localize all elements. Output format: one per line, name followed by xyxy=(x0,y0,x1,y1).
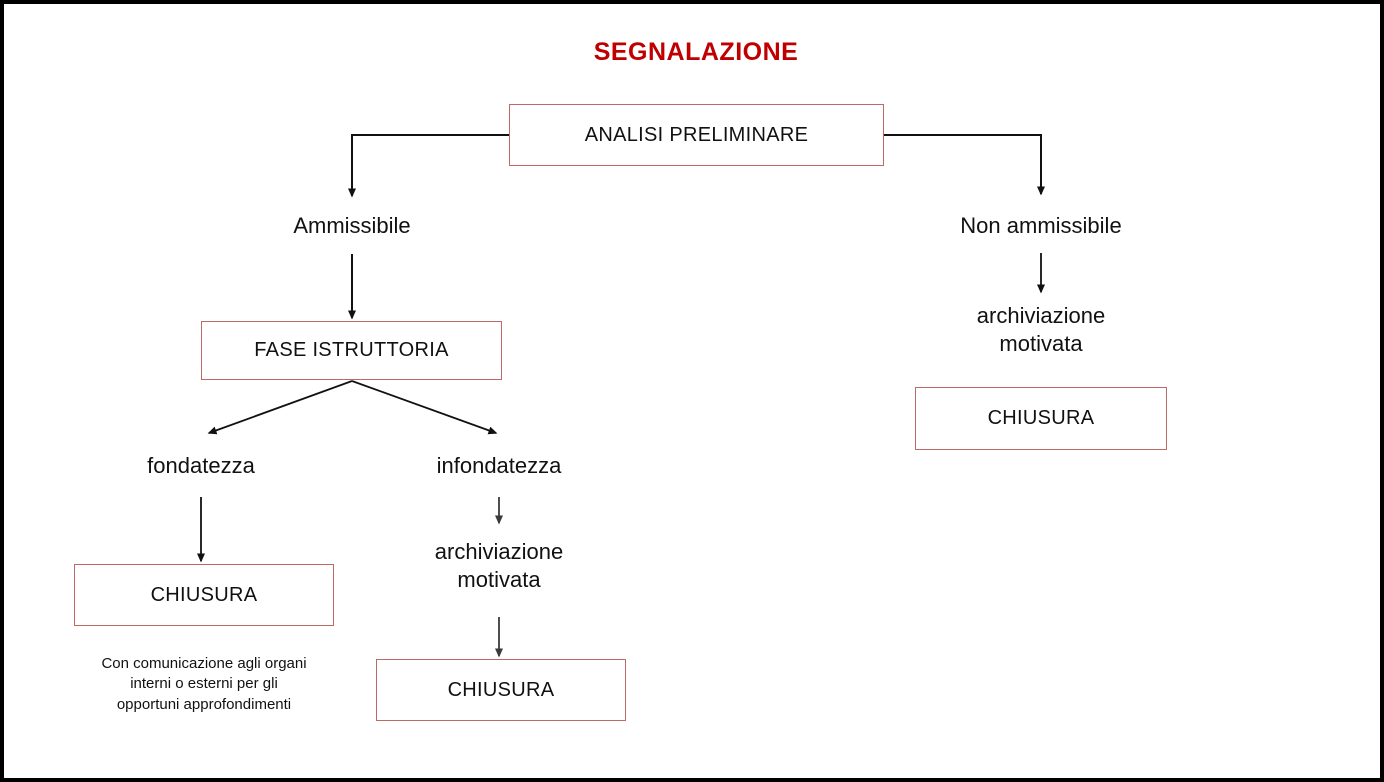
node-fase-istruttoria[interactable]: FASE ISTRUTTORIA xyxy=(201,321,502,380)
label-archiviazione-motivata-destra: archiviazione motivata xyxy=(976,303,1106,356)
label-ammissibile: Ammissibile xyxy=(293,213,411,238)
node-chiusura-fondatezza[interactable]: CHIUSURA xyxy=(74,564,334,626)
label-non-ammissibile: Non ammissibile xyxy=(960,213,1122,238)
caption-comunicazione: Con comunicazione agli organi interni o … xyxy=(101,655,307,713)
node-fase-istruttoria-label: FASE ISTRUTTORIA xyxy=(254,339,449,361)
page-title: SEGNALAZIONE xyxy=(593,38,799,66)
label-archiviazione-motivata-centro: archiviazione motivata xyxy=(434,539,564,592)
node-chiusura-infondatezza[interactable]: CHIUSURA xyxy=(376,659,626,721)
label-infondatezza: infondatezza xyxy=(436,453,562,478)
node-chiusura-non-ammissibile-label: CHIUSURA xyxy=(987,407,1095,429)
label-fondatezza: fondatezza xyxy=(147,453,255,478)
node-chiusura-non-ammissibile[interactable]: CHIUSURA xyxy=(915,387,1167,450)
node-chiusura-infondatezza-label: CHIUSURA xyxy=(447,678,555,701)
node-analisi-preliminare[interactable]: ANALISI PRELIMINARE xyxy=(509,104,884,166)
edge-fase-to-fondatezza xyxy=(207,380,353,435)
edge-fase-to-infondatezza xyxy=(351,380,498,435)
edge-analisi-to-non-ammissibile xyxy=(884,134,1045,196)
node-chiusura-fondatezza-label: CHIUSURA xyxy=(150,583,258,606)
node-analisi-preliminare-label: ANALISI PRELIMINARE xyxy=(584,123,809,146)
edge-analisi-to-ammissibile xyxy=(348,134,509,198)
